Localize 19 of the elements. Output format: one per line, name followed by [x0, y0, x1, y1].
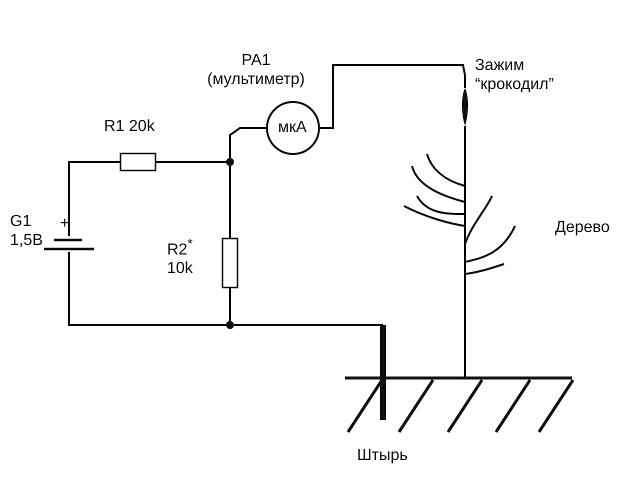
wire — [229, 288, 231, 321]
component-label: Штырь — [357, 446, 408, 465]
polarity-mark: + — [60, 214, 70, 233]
wire — [68, 252, 226, 326]
junction-dot — [226, 321, 234, 329]
component-label: R1 20k — [104, 117, 155, 136]
meter-unit-label: мкА — [278, 118, 307, 137]
component-label: Зажим “крокодил” — [475, 56, 555, 94]
wire — [229, 127, 266, 158]
component-label: G1 1,5В — [10, 212, 44, 250]
component-label: R2$^{*}$ 10k — [167, 235, 194, 278]
wire — [320, 64, 466, 129]
wire — [156, 161, 226, 163]
junction-dot — [226, 158, 234, 166]
component-label: Дерево — [555, 218, 610, 237]
wire — [68, 161, 120, 236]
wire — [229, 166, 231, 238]
component-label: PA1 (мультиметр) — [206, 51, 306, 89]
wire — [234, 324, 384, 326]
